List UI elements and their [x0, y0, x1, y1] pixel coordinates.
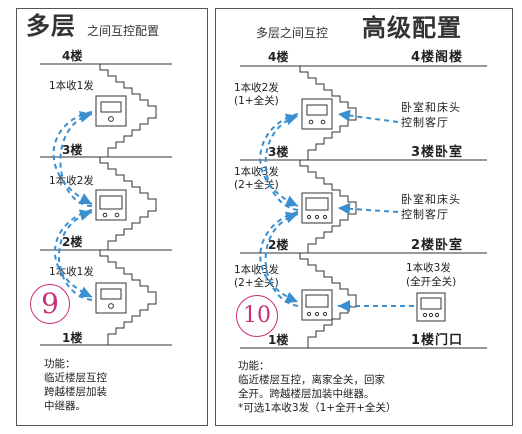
left-switch-label-mid: 1本收2发: [49, 175, 94, 187]
right-floor-lines: [240, 65, 487, 349]
left-function-title: 功能：: [44, 358, 76, 370]
left-staircases: [99, 64, 157, 345]
right-room-label-top-1: 卧室和床头: [401, 101, 461, 114]
right-room-floor-4: 4楼阁楼: [411, 50, 464, 65]
right-function-line-1: 临近楼层互控，离家全关，回家: [238, 374, 385, 386]
right-room-floor-3: 3楼卧室: [411, 145, 464, 160]
right-floor-2: 2楼: [268, 238, 289, 252]
left-floor-lines: [40, 63, 172, 346]
right-title-main: 高级配置: [362, 14, 462, 42]
right-switch-label-mid-2: (2+全关): [234, 179, 279, 191]
right-title-sub: 多层之间互控: [256, 26, 329, 40]
right-function-line-3: *可选1本收3发（1+全开+全关）: [238, 402, 397, 414]
right-switch-label-top-1: 1本收2发: [234, 82, 279, 94]
left-function-line-1: 临近楼层互控: [44, 372, 107, 384]
left-switch-label-top: 1本收1发: [49, 80, 94, 92]
right-staircases: [299, 66, 357, 348]
left-switch-icons: [95, 95, 127, 314]
right-remote-label-1: 1本收3发: [406, 262, 451, 274]
left-title-sub: 之间互控配置: [87, 24, 160, 38]
right-floor-3: 3楼: [268, 145, 289, 159]
right-remote-label-2: (全开全关): [406, 276, 457, 288]
right-room-floor-2: 2楼卧室: [411, 238, 464, 253]
right-arrows: [259, 109, 414, 312]
right-room-label-mid-2: 控制客厅: [401, 208, 449, 221]
left-floor-3: 3楼: [62, 143, 83, 157]
right-function-title: 功能：: [238, 360, 270, 372]
right-switch-label-top-2: (1+全关): [234, 95, 279, 107]
right-switch-label-bot-2: (2+全关): [234, 277, 279, 289]
right-room-label-top-2: 控制客厅: [401, 116, 449, 129]
left-function-line-2: 跨越楼层加装: [44, 386, 107, 398]
left-arrows: [52, 110, 93, 301]
right-switch-icons: [301, 98, 446, 322]
left-function-line-3: 中继器。: [44, 400, 86, 412]
left-floor-2: 2楼: [62, 235, 83, 249]
right-floor-1: 1楼: [268, 333, 289, 347]
right-panel: [215, 8, 513, 426]
right-room-label-mid-1: 卧室和床头: [401, 193, 461, 206]
left-title-main: 多层: [26, 12, 76, 40]
right-floor-4: 4楼: [268, 50, 289, 64]
right-function-line-2: 全开。跨越楼层加装中继器。: [238, 388, 375, 400]
right-room-floor-1: 1楼门口: [411, 333, 464, 348]
left-floor-4: 4楼: [62, 49, 83, 63]
right-config-number: 10: [236, 295, 278, 337]
left-config-number: 9: [30, 284, 70, 324]
left-floor-1: 1楼: [62, 331, 83, 345]
